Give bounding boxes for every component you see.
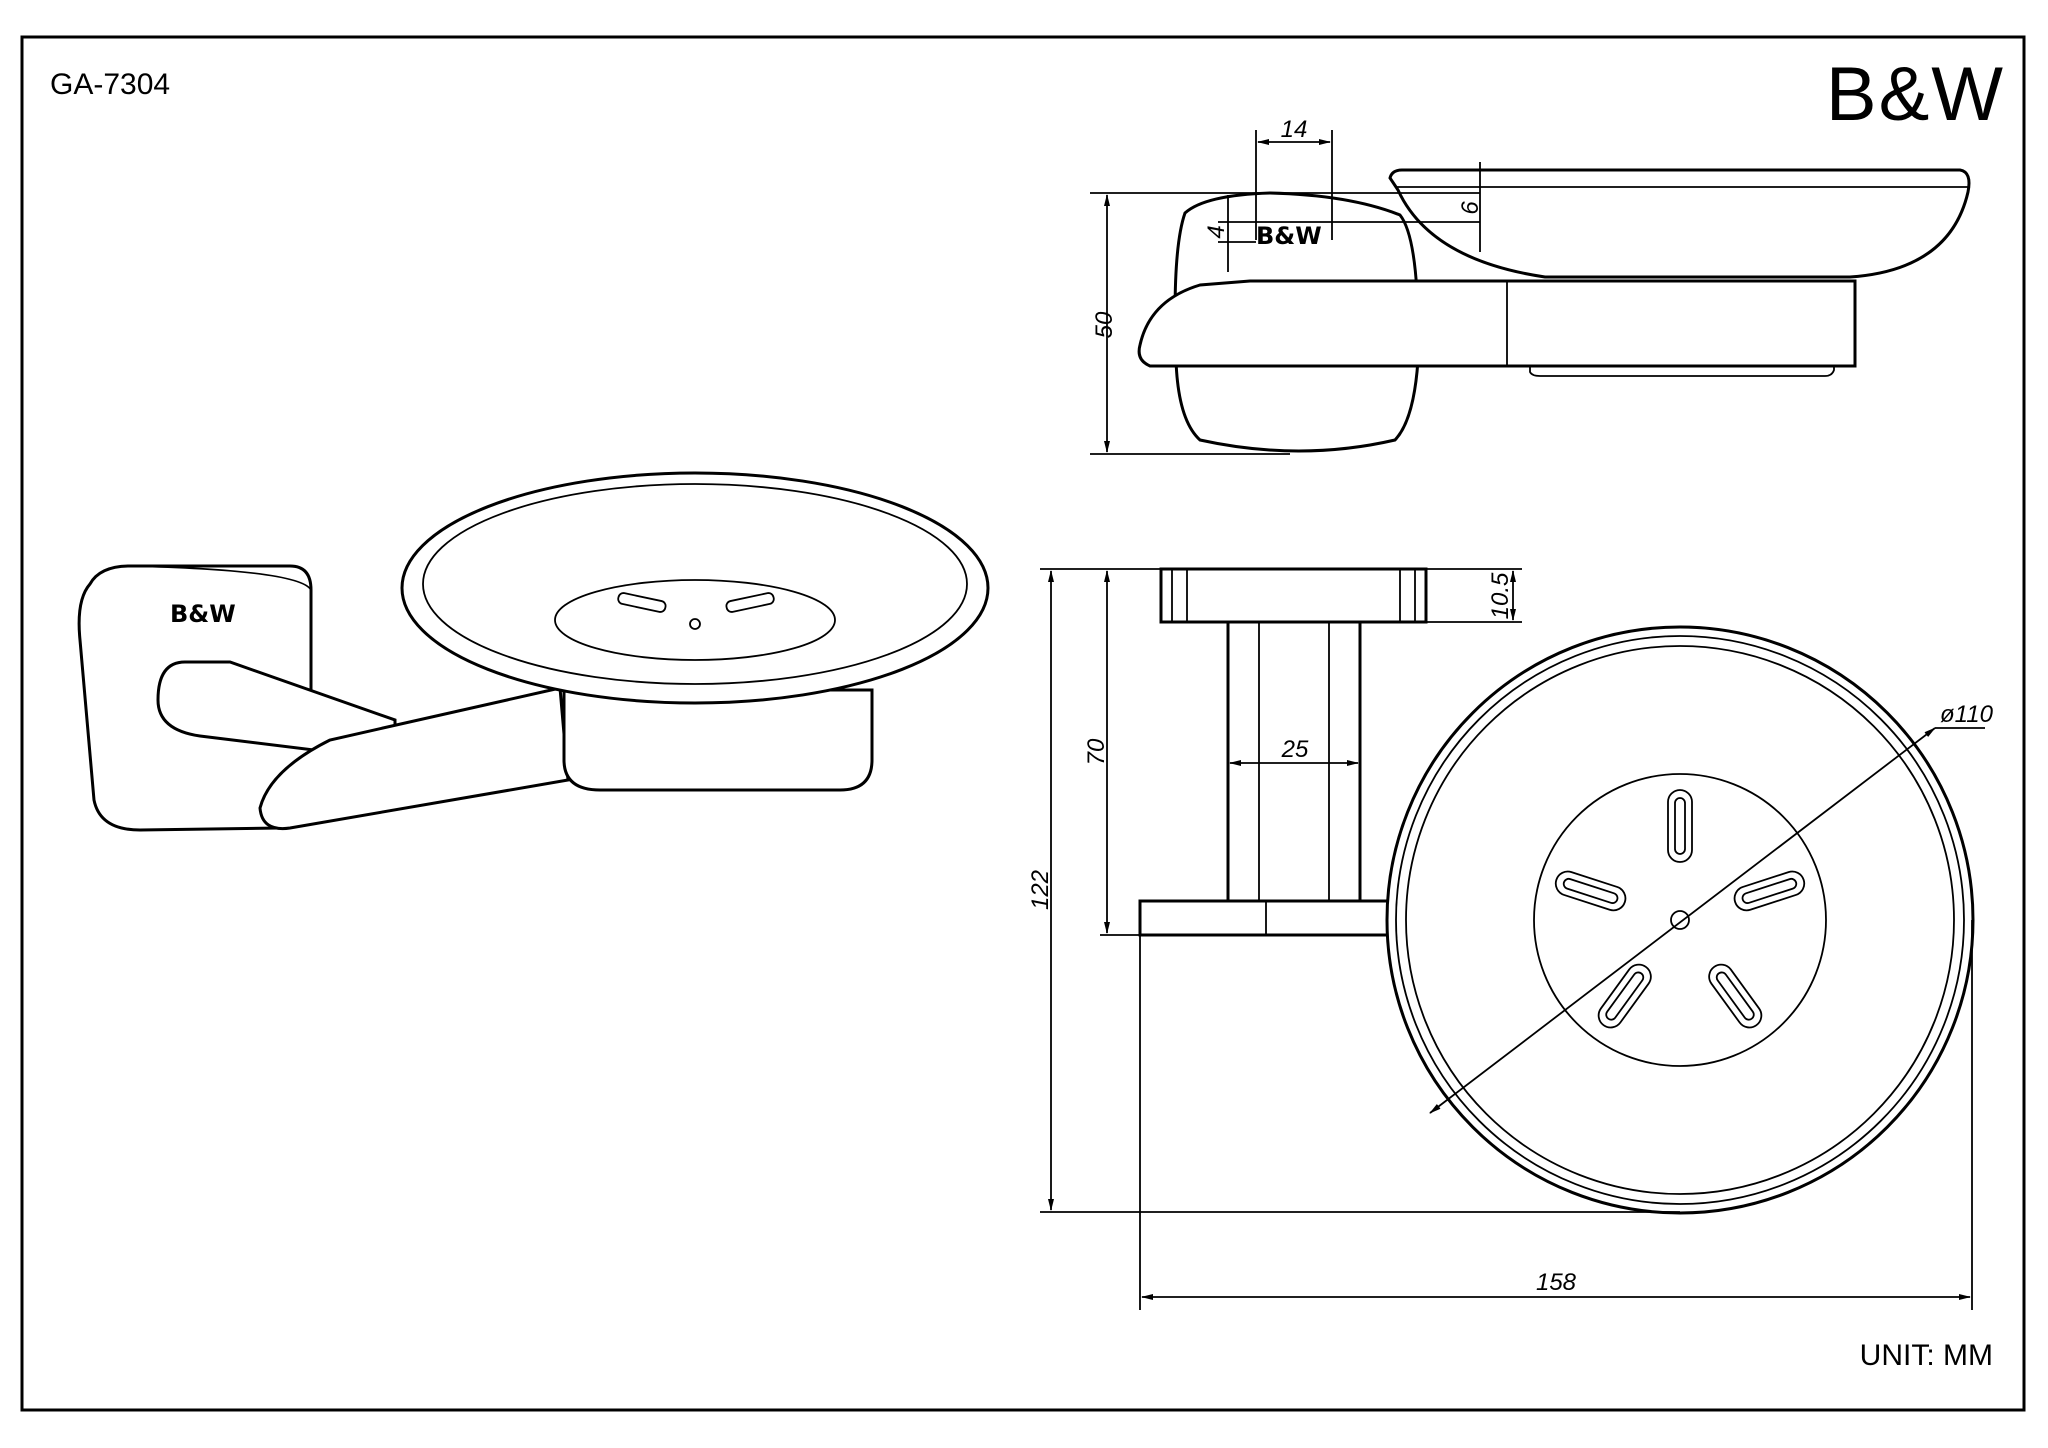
- dim-total-height-122: 122: [1027, 870, 1054, 910]
- dim-post-25: 25: [1281, 736, 1309, 763]
- side-dish: [1388, 168, 1971, 279]
- dim-arm-70: 70: [1083, 738, 1110, 765]
- soap-dish: [400, 471, 990, 705]
- arm-stub: [156, 660, 397, 762]
- dim-logo-height-4: 4: [1203, 225, 1230, 238]
- top-view: 122 70 10.5 25 158 ø110: [1027, 567, 1994, 1310]
- dim-total-width-158: 158: [1536, 1269, 1577, 1296]
- top-wall-plate: [1159, 567, 1428, 624]
- dim-logo-width-14: 14: [1281, 116, 1308, 143]
- arm: [258, 686, 570, 831]
- isometric-view: B&W: [77, 471, 990, 832]
- drawing-border: [20, 35, 2026, 1412]
- dim-height-50: 50: [1091, 311, 1118, 338]
- svg-text:B&W: B&W: [170, 600, 236, 628]
- dim-plate-10-5: 10.5: [1487, 572, 1514, 619]
- brand-logo: B&W: [1826, 52, 2005, 137]
- model-number: GA-7304: [50, 68, 170, 101]
- unit-label: UNIT: MM: [1860, 1339, 1993, 1372]
- svg-text:B&W: B&W: [1256, 222, 1322, 250]
- dim-dish-diameter-110: ø110: [1940, 701, 1994, 728]
- side-view: B&W 50 14 4 6: [1090, 116, 1971, 455]
- dish-top: [1385, 625, 1975, 1215]
- dim-rim-6: 6: [1457, 201, 1484, 215]
